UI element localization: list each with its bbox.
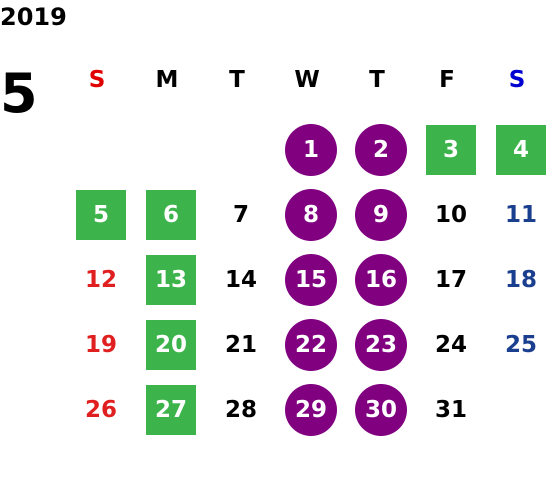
day-cell-28[interactable]: 28 (224, 397, 257, 423)
weekday-header-6: S (508, 67, 526, 93)
day-cell-2[interactable]: 2 (355, 124, 407, 176)
day-cell-13[interactable]: 13 (146, 255, 196, 305)
day-cell-30[interactable]: 30 (355, 384, 407, 436)
day-cell-22[interactable]: 22 (285, 319, 337, 371)
day-cell-26[interactable]: 26 (84, 397, 117, 423)
day-cell-9[interactable]: 9 (355, 189, 407, 241)
day-cell-15[interactable]: 15 (285, 254, 337, 306)
day-cell-27[interactable]: 27 (146, 385, 196, 435)
weekday-header-2: T (229, 67, 245, 93)
day-cell-10[interactable]: 10 (434, 202, 467, 228)
day-cell-19[interactable]: 19 (84, 332, 117, 358)
day-cell-21[interactable]: 21 (224, 332, 257, 358)
day-cell-17[interactable]: 17 (434, 267, 467, 293)
day-cell-25[interactable]: 25 (504, 332, 537, 358)
day-cell-20[interactable]: 20 (146, 320, 196, 370)
day-cell-11[interactable]: 11 (504, 202, 537, 228)
day-cell-24[interactable]: 24 (434, 332, 467, 358)
day-cell-3[interactable]: 3 (426, 125, 476, 175)
day-cell-14[interactable]: 14 (224, 267, 257, 293)
day-cell-18[interactable]: 18 (504, 267, 537, 293)
weekday-header-1: M (155, 67, 179, 93)
day-cell-5[interactable]: 5 (76, 190, 126, 240)
weekday-header-0: S (88, 67, 106, 93)
day-cell-7[interactable]: 7 (232, 202, 249, 228)
year-label: 2019 (0, 3, 67, 31)
day-cell-6[interactable]: 6 (146, 190, 196, 240)
day-cell-4[interactable]: 4 (496, 125, 546, 175)
day-cell-29[interactable]: 29 (285, 384, 337, 436)
weekday-header-4: T (369, 67, 385, 93)
day-cell-23[interactable]: 23 (355, 319, 407, 371)
weekday-header-5: F (439, 67, 455, 93)
day-cell-8[interactable]: 8 (285, 189, 337, 241)
day-cell-12[interactable]: 12 (84, 267, 117, 293)
day-cell-31[interactable]: 31 (434, 397, 467, 423)
day-cell-16[interactable]: 16 (355, 254, 407, 306)
weekday-header-3: W (294, 67, 320, 93)
day-cell-1[interactable]: 1 (285, 124, 337, 176)
month-number: 5 (0, 62, 38, 125)
